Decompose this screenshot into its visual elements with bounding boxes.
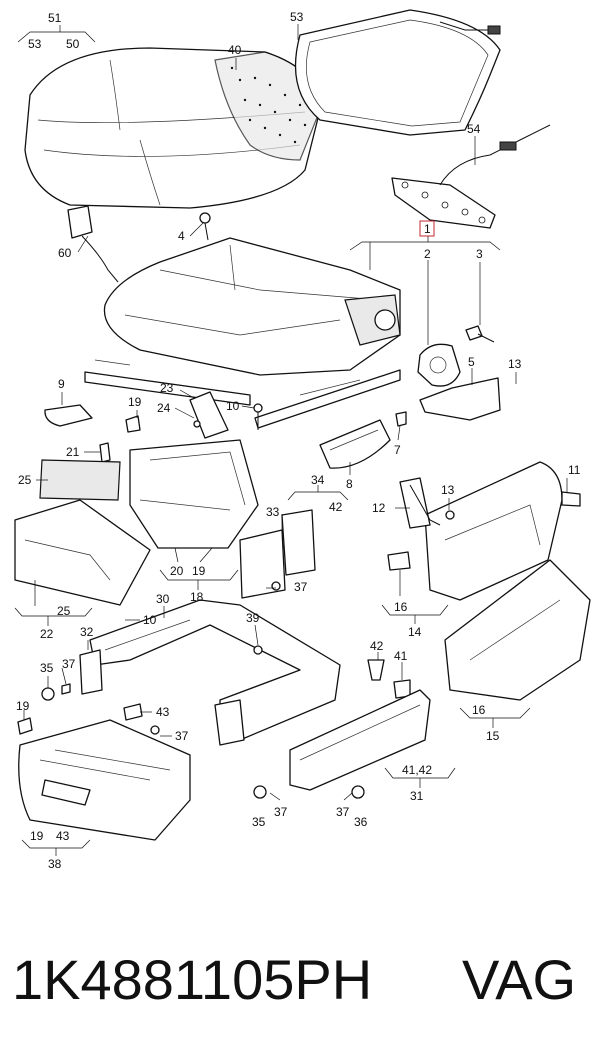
label-8: 8 [346, 477, 353, 491]
label-37: 37 [274, 805, 288, 819]
label-16: 16 [472, 703, 486, 717]
label-43: 43 [156, 705, 170, 719]
side-cover-part-14 [387, 461, 563, 601]
label-60: 60 [58, 246, 72, 260]
storage-tray-part-38 [18, 719, 191, 841]
label-33: 33 [266, 505, 280, 519]
label-50: 50 [66, 37, 80, 51]
label-19: 19 [128, 395, 142, 409]
label-43: 43 [56, 829, 70, 843]
exploded-parts-diagram: 51 53 50 40 53 54 1 2 3 4 60 9 23 24 19 … [14, 9, 591, 871]
bracket-part-23-24 [189, 391, 229, 439]
side-trim-part-31 [253, 689, 431, 799]
cover-part-8 [319, 419, 391, 469]
label-20: 20 [170, 564, 184, 578]
bracket-part-32 [79, 649, 103, 695]
label-22: 22 [40, 627, 54, 641]
caption-bar: 1K4881105PH VAG [0, 925, 600, 1035]
label-36: 36 [354, 815, 368, 829]
label-19: 19 [16, 699, 30, 713]
label-13: 13 [508, 357, 522, 371]
label-53: 53 [290, 10, 304, 24]
label-54: 54 [467, 122, 481, 136]
label-19: 19 [192, 564, 206, 578]
label-7: 7 [394, 443, 401, 457]
label-35: 35 [252, 815, 266, 829]
label-9: 9 [58, 377, 65, 391]
label-3: 3 [476, 247, 483, 261]
label-24: 24 [157, 401, 171, 415]
label-11: 11 [568, 463, 581, 477]
small-fasteners-group [17, 645, 411, 735]
label-30: 30 [156, 592, 170, 606]
label-4: 4 [178, 229, 185, 243]
part-number: 1K4881105PH [12, 948, 373, 1011]
callout-leaders [14, 24, 568, 856]
rail-frame-part-30 [89, 599, 341, 746]
label-10: 10 [143, 613, 157, 627]
spring-part-12 [409, 484, 441, 526]
label-40: 40 [228, 43, 242, 57]
label-51: 51 [48, 11, 62, 25]
clip-part-7 [395, 411, 407, 427]
screw-part-13b [445, 510, 455, 520]
label-14: 14 [408, 625, 422, 639]
label-42: 42 [329, 500, 343, 514]
part-labels: 51 53 50 40 53 54 1 2 3 4 60 9 23 24 19 … [16, 10, 581, 871]
label-41: 41 [394, 649, 408, 663]
label-21: 21 [66, 445, 80, 459]
bracket-part-5 [419, 377, 501, 421]
label-38: 38 [48, 857, 62, 871]
storage-bin-part-18 [129, 439, 259, 549]
label-13: 13 [441, 483, 455, 497]
label-53: 53 [28, 37, 42, 51]
bolt-part-3 [465, 325, 495, 343]
label-18: 18 [190, 590, 204, 604]
label-37: 37 [175, 729, 189, 743]
label-37: 37 [336, 805, 350, 819]
label-10: 10 [226, 399, 240, 413]
screw-part-4 [199, 212, 211, 241]
callout-box-part-1 [419, 220, 435, 237]
label-42: 42 [370, 639, 384, 653]
label-25: 25 [57, 604, 71, 618]
label-15: 15 [486, 729, 500, 743]
drawer-part-25 [39, 459, 121, 501]
belt-buckle-part [67, 205, 119, 283]
side-cover-part-15 [444, 559, 591, 701]
label-1: 1 [424, 222, 431, 236]
seat-cushion-part [24, 47, 321, 209]
drawer-front-part-22 [14, 499, 151, 606]
occupancy-sensor-part [391, 124, 551, 229]
screw-part-10a [253, 403, 263, 430]
fastener-part-11 [561, 491, 581, 507]
heating-mat-part [294, 9, 501, 136]
label-19: 19 [30, 829, 44, 843]
adjuster-knob-part-9 [44, 404, 93, 427]
fasteners-part-19-21 [99, 415, 141, 463]
label-34: 34 [311, 473, 325, 487]
recliner-part-2 [417, 343, 461, 387]
label-5: 5 [468, 355, 475, 369]
label-2: 2 [424, 247, 431, 261]
label-12: 12 [372, 501, 386, 515]
label-39: 39 [246, 611, 260, 625]
module-part-33-34 [239, 509, 316, 599]
label-32: 32 [80, 625, 94, 639]
brand-name: VAG [462, 948, 577, 1011]
label-16: 16 [394, 600, 408, 614]
seat-frame-part [84, 237, 401, 429]
label-25: 25 [18, 473, 32, 487]
label-37: 37 [62, 657, 76, 671]
label-37: 37 [294, 580, 308, 594]
label-35: 35 [40, 661, 54, 675]
label-23: 23 [160, 381, 174, 395]
label-41-42: 41,42 [402, 763, 432, 777]
label-31: 31 [410, 789, 424, 803]
